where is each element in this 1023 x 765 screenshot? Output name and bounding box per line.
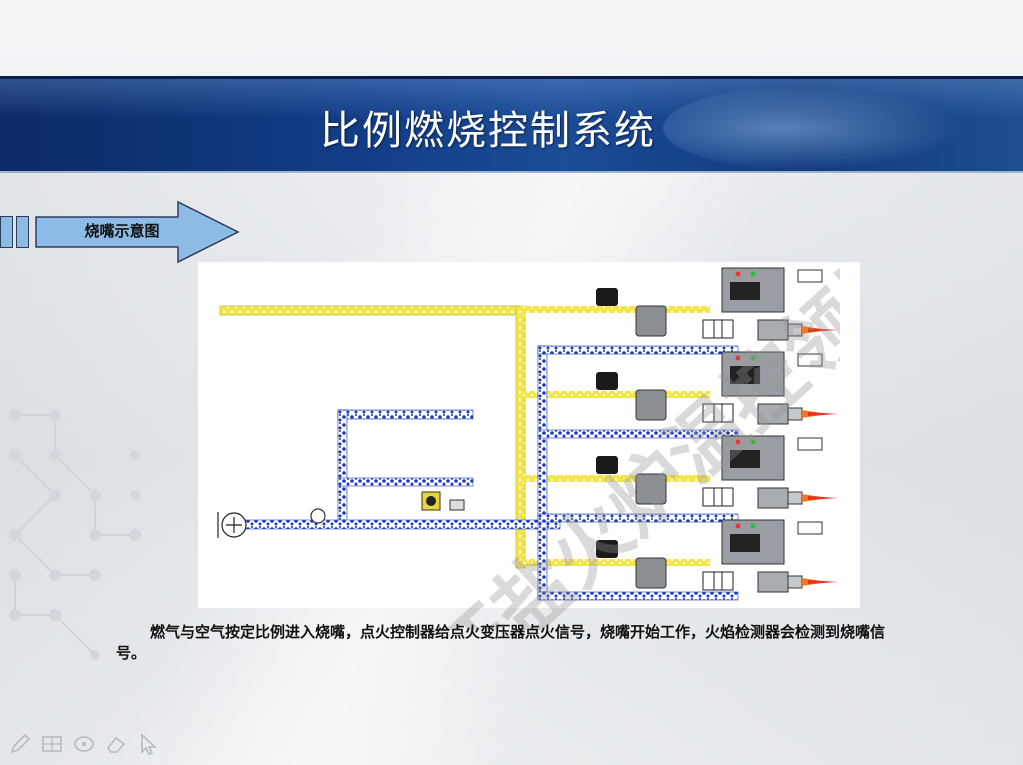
blower-fan (217, 512, 247, 538)
air-pipeline (237, 345, 739, 601)
gas-pipeline (219, 305, 710, 569)
ink-circle-icon[interactable] (72, 732, 96, 756)
pen-icon[interactable] (8, 732, 32, 756)
slide-description: 燃气与空气按定比例进入烧嘴，点火控制器给点火变压器点火信号，烧嘴开始工作，火焰检… (116, 623, 886, 662)
slide-title: 比例燃烧控制系统 (320, 108, 656, 154)
arrow-block-1 (0, 216, 13, 248)
arrow-block-2 (16, 216, 29, 248)
world-map-decoration (663, 85, 963, 171)
presenter-toolbar (8, 732, 160, 756)
pressure-gauge (310, 508, 326, 524)
dot-network-decoration (9, 409, 141, 660)
section-label: 烧嘴示意图 (84, 222, 160, 240)
arrow-shape (35, 200, 240, 264)
slide-grid-icon[interactable] (40, 732, 64, 756)
pointer-arrow-icon[interactable] (136, 732, 160, 756)
header-band (0, 76, 1023, 173)
eraser-icon[interactable] (104, 732, 128, 756)
section-arrow: 烧嘴示意图 (0, 200, 245, 264)
burner-stations (596, 267, 838, 593)
burner-schematic-diagram (198, 262, 860, 608)
